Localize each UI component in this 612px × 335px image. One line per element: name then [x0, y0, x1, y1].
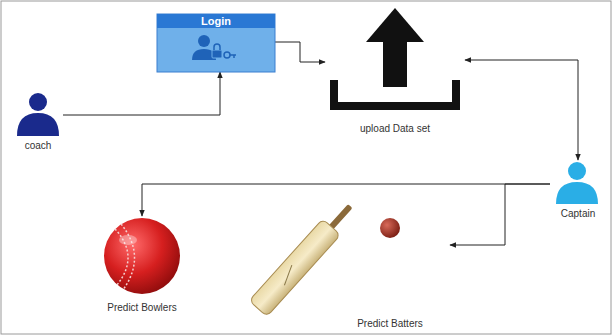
cricket-bat — [249, 198, 359, 317]
coach-icon — [17, 93, 59, 136]
upload-icon — [334, 8, 456, 106]
cricket-ball — [104, 218, 180, 294]
node-label: upload Data set — [359, 123, 431, 135]
node-label: Predict Bowlers — [106, 302, 177, 314]
actor-node: coach — [13, 92, 63, 152]
node-label: Captain — [560, 208, 596, 220]
connector — [450, 184, 550, 245]
box-title: Login — [201, 14, 231, 28]
connector — [63, 72, 220, 115]
upload-node: upload Data set — [325, 5, 465, 135]
action-node: Predict Batters — [330, 200, 450, 330]
node-label: Predict Batters — [356, 318, 424, 330]
login-box: Login — [157, 14, 275, 72]
action-node: Predict Bowlers — [92, 216, 192, 314]
actor-node: Captain — [550, 160, 606, 220]
connector — [465, 60, 578, 160]
small-ball — [380, 218, 400, 238]
connector — [275, 42, 325, 62]
login-panel — [157, 14, 275, 72]
node-label: coach — [24, 140, 53, 152]
captain-icon — [556, 162, 598, 204]
